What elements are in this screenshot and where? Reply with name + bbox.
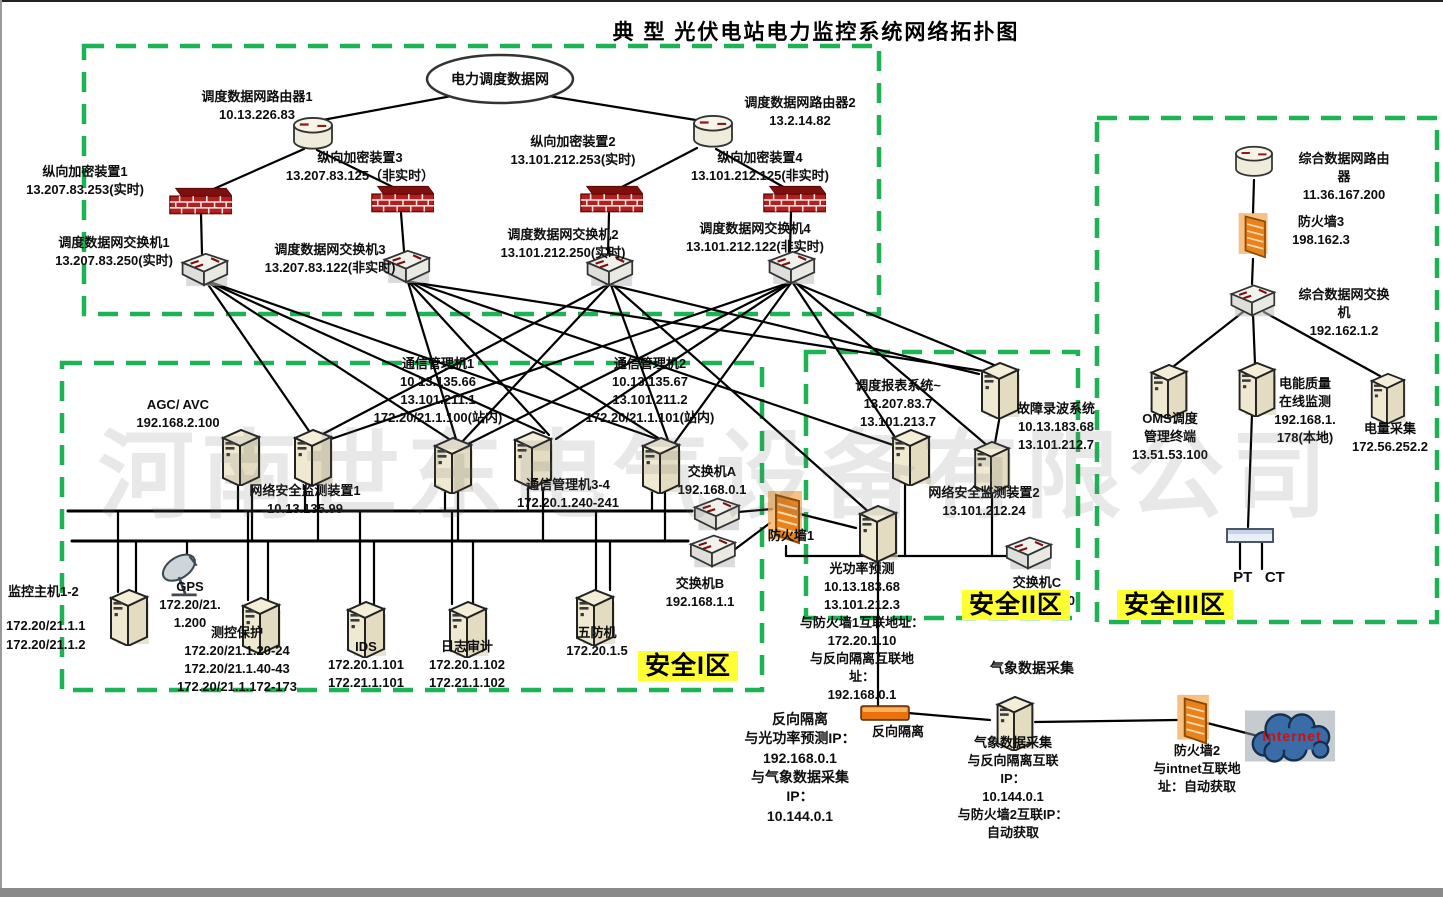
router1-label: 调度数据网路由器1 10.13.226.83	[201, 89, 313, 122]
monitor-host-server-icon	[110, 589, 150, 646]
gps-label: GPS 172.20/21. 1.200	[159, 579, 221, 630]
zone2-box	[803, 349, 1081, 621]
netmon2-label: 网络安全监测装置2 13.101.212.24	[928, 485, 1040, 518]
router2-icon	[692, 114, 734, 148]
energy-collect-label: 电量采集 172.56.252.2	[1352, 421, 1428, 454]
page-title: 典 型 光伏电站电力监控系统网络拓扑图	[612, 21, 1020, 44]
reverse-isolation-label: 反向隔离	[871, 724, 925, 739]
monitor-host-label: 监控主机1-2	[8, 584, 79, 599]
comm2-label: 通信管理机2 10.13.135.67 13.101.211.2 172.20/…	[585, 356, 715, 425]
firewall1-label: 防火墙1	[767, 528, 815, 543]
monitor-host-ips: 172.20/21.1.1 172.20/21.1.2	[6, 618, 86, 652]
internet-label: Internet	[1262, 728, 1322, 744]
zone3-badge: 安全III区	[1117, 590, 1233, 620]
reverse-isolation-info: 反向隔离 与光功率预测IP： 192.168.0.1 与气象数据采集 IP： 1…	[744, 711, 856, 824]
reverse-isolation-bar-icon	[860, 705, 910, 721]
dispatch-cloud-label: 电力调度数据网	[451, 71, 549, 87]
encryption4-label: 纵向加密装置4 13.101.212.125(非实时)	[690, 150, 830, 183]
zone2-badge: 安全II区	[962, 590, 1070, 620]
router2-label: 调度数据网路由器2 13.2.14.82	[744, 95, 856, 128]
comm1-server-icon	[434, 437, 474, 494]
encryption1-icon	[169, 187, 232, 215]
encryption3-icon	[371, 185, 434, 213]
power-quality-server-icon	[1238, 361, 1278, 417]
oms-label: OMS调度 管理终端 13.51.53.100	[1132, 411, 1208, 462]
integrated-switch-label: 综合数据网交换机 192.162.1.2	[1298, 287, 1390, 338]
firewall3-icon	[1237, 212, 1269, 259]
agc-avc-label: AGC/ AVC 192.168.2.100	[136, 397, 220, 430]
switch4-icon	[768, 250, 816, 286]
comm2-server-icon	[642, 437, 682, 494]
agc-avc-server-icon	[222, 429, 262, 486]
wufang-label: 五防机 172.20.1.5	[566, 625, 628, 658]
switchB-icon	[689, 534, 736, 569]
firewall3-label: 防火墙3 198.162.3	[1292, 214, 1350, 247]
solar-forecast-server-icon	[859, 505, 899, 562]
comm1-label: 通信管理机1 10.13.135.66 13.101.211.1 172.20/…	[373, 356, 503, 425]
switchA-icon	[693, 497, 740, 532]
energy-collect-server-icon	[1370, 372, 1407, 424]
encryption2-label: 纵向加密装置2 13.101.212.253(实时)	[510, 134, 636, 167]
firewall2-label: 防火墙2 与intnet互联地 址：自动获取	[1153, 743, 1241, 794]
switch3-label: 调度数据网交换机3 13.207.83.122(非实时)	[264, 242, 396, 275]
switchC-icon	[1005, 536, 1052, 571]
zone3-box	[1094, 115, 1440, 625]
cekong-label: 测控保护 172.20/21.1.20-24 172.20/21.1.40-43…	[177, 625, 297, 694]
fault-recorder-server-icon	[981, 362, 1021, 419]
encryption2-icon	[580, 185, 643, 213]
netmon1-label: 网络安全监测装置1 10.13.135.99	[249, 483, 361, 516]
encryption3-label: 纵向加密装置3 13.207.83.125（非实时）	[285, 150, 435, 183]
integrated-router-icon	[1234, 145, 1274, 177]
left-edge-line	[0, 0, 2, 890]
firewall2-icon	[1176, 693, 1210, 745]
switchA-label: 交换机A 192.168.0.1	[677, 464, 747, 497]
solar-forecast-label: 光功率预测 10.13.183.68 13.101.212.3 与防火墙1互联地…	[799, 561, 925, 702]
fault-recorder-label: 故障录波系统 10.13.183.68 13.101.212.7	[1016, 401, 1096, 452]
dispatch-cloud-shape	[425, 53, 575, 105]
switch1-icon	[181, 252, 229, 288]
weather-info: 气象数据采集 与反向隔离互联 IP： 10.144.0.1 与防火墙2互联IP：…	[957, 735, 1069, 840]
report-system-label: 调度报表系统~ 13.207.83.7 13.101.213.7	[855, 378, 941, 429]
integrated-router-label: 综合数据网路由器 11.36.167.200	[1298, 151, 1390, 202]
netmon1-server-icon	[294, 429, 334, 486]
report-server-icon	[892, 429, 932, 486]
weather-title: 气象数据采集	[990, 660, 1074, 676]
pt-ct-terminal-icon	[1226, 528, 1274, 543]
encryption1-label: 纵向加密装置1 13.207.83.253(实时)	[26, 164, 144, 197]
top-edge-line	[0, 0, 1443, 2]
switch2-label: 调度数据网交换机2 13.101.212.250(实时)	[500, 227, 626, 260]
switch1-label: 调度数据网交换机1 13.207.83.250(实时)	[55, 235, 173, 268]
power-quality-label: 电能质量 在线监测 192.168.1. 178(本地)	[1274, 376, 1336, 445]
zone1-badge: 安全I区	[638, 651, 738, 681]
bottom-gray-strip	[0, 888, 1443, 897]
zone1-box	[59, 360, 765, 693]
encryption4-icon	[763, 185, 826, 213]
switchB-label: 交换机B 192.168.1.1	[665, 576, 735, 609]
log-audit-label: 日志审计 172.20.1.102 172.21.1.102	[429, 639, 505, 690]
connection-lines	[66, 91, 1382, 739]
integrated-switch-icon	[1230, 284, 1276, 318]
pt-ct-label: PT CT	[1233, 569, 1285, 586]
switch4-label: 调度数据网交换机4 13.101.212.122(非实时)	[685, 221, 825, 254]
zone-dispatch-box	[81, 43, 882, 317]
comm34-label: 通信管理机3-4 172.20.1.240-241	[517, 477, 619, 510]
ids-label: IDS 172.20.1.101 172.21.1.101	[328, 639, 404, 690]
